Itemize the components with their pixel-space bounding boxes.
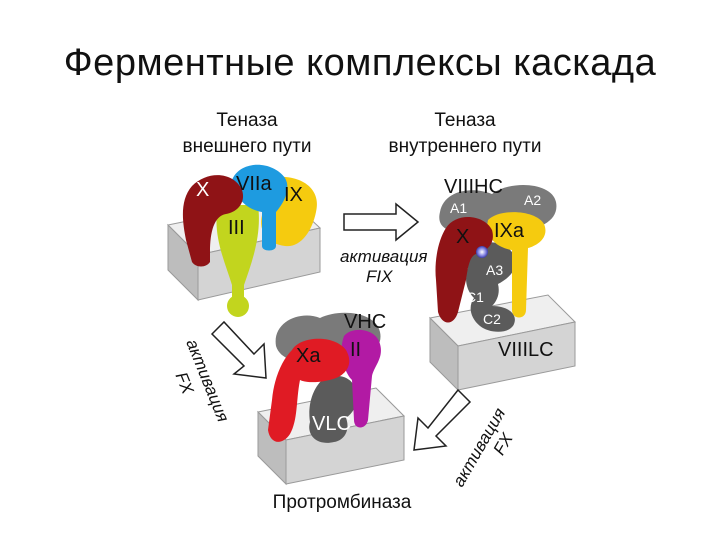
label-xa: Xa — [296, 345, 321, 367]
label-vlc: VLC — [312, 413, 351, 435]
label-viia: VIIa — [236, 173, 272, 195]
extrinsic-caption-line2: внешнего пути — [183, 136, 312, 157]
label-iii: III — [228, 217, 245, 239]
factor-viia-shape — [232, 164, 288, 251]
factor-vlc-shape — [309, 375, 358, 443]
label-a1: A1 — [450, 200, 467, 216]
factor-xa-shape — [268, 338, 350, 442]
label-x: X — [196, 179, 209, 201]
activation-fix-line1: активация — [340, 247, 428, 266]
arrow-extrinsic-to-prothrombinase — [210, 320, 267, 379]
factor-x-shape — [435, 216, 493, 323]
factor-x-shape — [182, 175, 244, 267]
factor-ixa-shape — [487, 212, 546, 318]
label-c2: C2 — [483, 311, 501, 327]
arrow-extrinsic-to-intrinsic — [343, 202, 420, 242]
factor-ii-shape — [341, 329, 381, 428]
label-ii: II — [350, 339, 361, 361]
extrinsic-caption-line1: Теназа — [216, 110, 278, 131]
prothrombinase-caption: Протромбиназа — [273, 492, 412, 513]
intrinsic-caption-line1: Теназа — [434, 110, 496, 131]
intrinsic-caption-line2: внутреннего пути — [389, 136, 542, 157]
label-vhc: VHC — [344, 311, 386, 333]
label-a2: A2 — [524, 192, 541, 208]
label-viiilc: VIIILC — [498, 339, 554, 361]
factor-viiilc-shape — [466, 242, 516, 332]
prothrombinase-complex: VHC Xa II VLC Протромбиназа — [256, 311, 412, 513]
membrane-dot — [476, 246, 488, 258]
activation-fx-left-line2: FX — [172, 369, 198, 397]
slide-title: Ферментные комплексы каскада — [63, 42, 657, 84]
extrinsic-tenase: Теназа внешнего пути X VIIa IX III — [166, 110, 322, 317]
label-x: X — [456, 226, 469, 248]
arrow-intrinsic-to-prothrombinase — [413, 388, 472, 451]
label-c1: C1 — [466, 289, 484, 305]
activation-fix-line2: FIX — [366, 267, 393, 286]
label-ixa: IXa — [494, 220, 525, 242]
label-ix: IX — [284, 184, 303, 206]
label-a3: A3 — [486, 262, 503, 278]
factor-iii-shape — [216, 205, 259, 317]
label-viiihc: VIIIHC — [444, 176, 503, 198]
